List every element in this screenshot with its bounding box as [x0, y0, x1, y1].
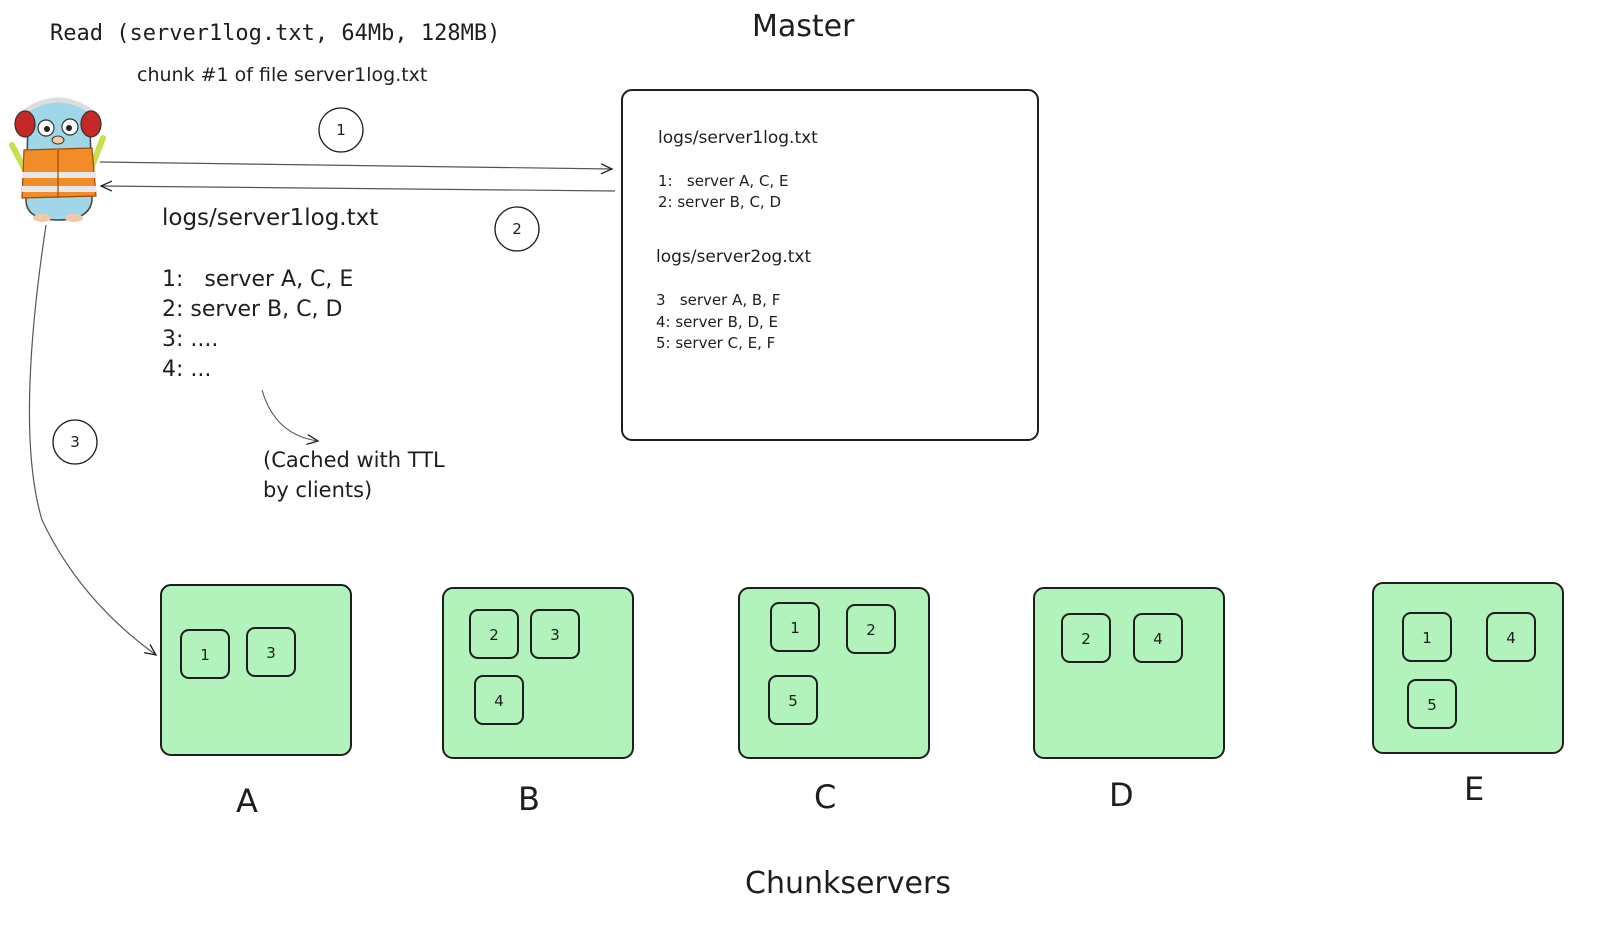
master-entry-file-1: logs/server1log.txt [658, 128, 818, 148]
chunkserver-label: E [1464, 770, 1484, 808]
chunk-label: 1 [1422, 629, 1432, 647]
client-response-line: 1: server A, C, E [162, 267, 353, 292]
chunk-label: 4 [1153, 630, 1163, 648]
master-entry-line: 3 server A, B, F [656, 291, 780, 309]
client-response-line: 3: .... [162, 327, 218, 352]
cache-note-arrow [261, 389, 320, 446]
chunk-label: 2 [866, 621, 876, 639]
step-1-label: 1 [336, 121, 346, 139]
read-subtitle: chunk #1 of file server1log.txt [137, 64, 427, 86]
cache-note-line-1: (Cached with TTL [263, 448, 445, 472]
step-3-marker: 3 [52, 419, 98, 465]
client-response-file: logs/server1log.txt [162, 205, 378, 231]
chunk-box [530, 609, 580, 659]
client-response-line: 4: ... [162, 357, 211, 382]
chunk-read-arrow [28, 224, 158, 656]
chunk-label: 3 [550, 626, 560, 644]
step-2-label: 2 [512, 220, 522, 238]
chunkserver-label: D [1109, 776, 1134, 814]
chunkserver-box [738, 587, 930, 759]
chunkserver-d: 2 4D [1033, 587, 1225, 814]
chunk-box [1486, 612, 1536, 662]
chunk-box [246, 627, 296, 677]
chunk-box [1407, 679, 1457, 729]
chunk-label: 2 [1081, 630, 1091, 648]
chunk-label: 4 [494, 692, 504, 710]
master-title: Master [752, 9, 855, 44]
chunk-box [1402, 612, 1452, 662]
master-entry-file-2: logs/server2og.txt [656, 247, 811, 267]
response-arrow [99, 180, 616, 192]
chunk-label: 2 [489, 626, 499, 644]
chunkserver-label: A [236, 782, 258, 820]
step-2-marker: 2 [494, 206, 540, 252]
client-response-line: 2: server B, C, D [162, 297, 342, 322]
chunkservers-group: 1 3A 2 3 4B 1 2 5C 2 4D 1 4 5E [160, 582, 1564, 820]
chunkserver-box [1033, 587, 1225, 759]
chunk-box [1133, 613, 1183, 663]
chunk-label: 4 [1506, 629, 1516, 647]
cache-note-line-2: by clients) [263, 478, 372, 502]
chunk-label: 5 [788, 692, 798, 710]
chunkserver-label: C [814, 778, 836, 816]
master-entry-line: 1: server A, C, E [658, 172, 788, 190]
chunk-box [469, 609, 519, 659]
chunkserver-b: 2 3 4B [442, 587, 634, 818]
chunkserver-a: 1 3A [160, 584, 352, 820]
master-entry-line: 5: server C, E, F [656, 334, 775, 352]
chunk-label: 5 [1427, 696, 1437, 714]
chunk-box [768, 675, 818, 725]
chunk-box [180, 629, 230, 679]
chunk-box [770, 602, 820, 652]
chunk-label: 1 [200, 646, 210, 664]
chunkserver-label: B [518, 780, 540, 818]
chunk-box [474, 675, 524, 725]
chunkserver-c: 1 2 5C [738, 587, 930, 816]
chunk-label: 1 [790, 619, 800, 637]
read-call-text: Read (server1log.txt, 64Mb, 128MB) [50, 21, 500, 46]
chunk-label: 3 [266, 644, 276, 662]
chunkservers-title: Chunkservers [745, 866, 951, 901]
step-1-marker: 1 [318, 107, 364, 153]
gopher-client-icon [9, 97, 106, 222]
chunk-box [1061, 613, 1111, 663]
master-entry-line: 2: server B, C, D [658, 193, 781, 211]
master-entry-line: 4: server B, D, E [656, 313, 778, 331]
chunkserver-box [1372, 582, 1564, 754]
step-3-label: 3 [70, 433, 80, 451]
master-box [621, 89, 1039, 441]
chunkserver-e: 1 4 5E [1372, 582, 1564, 808]
chunk-box [846, 604, 896, 654]
request-arrow [99, 161, 614, 175]
